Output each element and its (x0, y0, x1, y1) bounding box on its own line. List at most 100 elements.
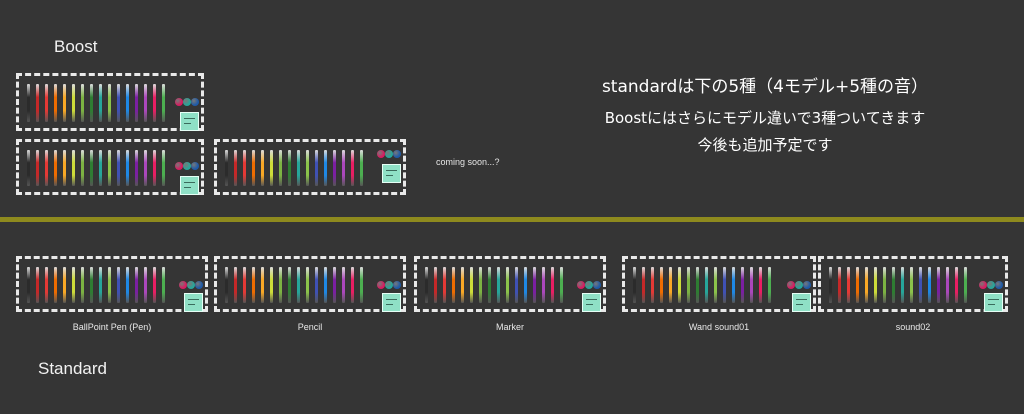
pen-stroke (497, 267, 500, 303)
ink-ball (187, 281, 195, 289)
info-line-1: standardは下の5種（4モデル+5種の音） (601, 77, 929, 97)
preview-card (180, 112, 199, 131)
pen-stroke (126, 267, 129, 303)
pen-stroke (279, 267, 282, 303)
pen-stroke (36, 150, 39, 186)
pen-stroke (279, 150, 282, 186)
pen-stroke (72, 267, 75, 303)
pen-stroke (360, 150, 363, 186)
pen-stroke (90, 267, 93, 303)
caption-pencil: Pencil (297, 322, 323, 332)
caption-marker: Marker (495, 322, 524, 332)
pen-stroke (306, 150, 309, 186)
ink-ball (385, 150, 393, 158)
pen-stroke (81, 150, 84, 186)
ink-ball (385, 281, 393, 289)
standard-panel-wand (622, 256, 816, 312)
pen-stroke (928, 267, 931, 303)
pen-stroke (946, 267, 949, 303)
ink-ball (175, 162, 183, 170)
pen-stroke (829, 267, 832, 303)
pen-stroke (270, 267, 273, 303)
pen-stroke (36, 267, 39, 303)
pen-stroke (144, 267, 147, 303)
pen-stroke (81, 84, 84, 122)
pen-stroke (162, 150, 165, 186)
caption-sound02: sound02 (895, 322, 931, 332)
pen-stroke (252, 267, 255, 303)
pen-stroke (243, 267, 246, 303)
pen-stroke (117, 84, 120, 122)
pen-stroke (36, 84, 39, 122)
pen-stroke (542, 267, 545, 303)
pen-stroke (342, 150, 345, 186)
pen-stroke (270, 150, 273, 186)
pen-stroke (144, 150, 147, 186)
pen-stroke (45, 267, 48, 303)
pen-stroke (288, 150, 291, 186)
pen-stroke (506, 267, 509, 303)
pen-stroke (108, 84, 111, 122)
standard-section-label: Standard (38, 359, 107, 378)
pen-stroke (45, 84, 48, 122)
preview-card (792, 293, 811, 312)
pen-stroke (90, 84, 93, 122)
pen-stroke (479, 267, 482, 303)
pen-stroke (63, 150, 66, 186)
pen-stroke (633, 267, 636, 303)
pen-stroke (883, 267, 886, 303)
pen-stroke (306, 267, 309, 303)
pen-stroke (937, 267, 940, 303)
pen-stroke (99, 267, 102, 303)
caption-wand: Wand sound01 (688, 322, 750, 332)
pen-stroke (333, 267, 336, 303)
pen-stroke (162, 84, 165, 122)
pen-stroke (27, 84, 30, 122)
pen-stroke (54, 84, 57, 122)
pen-stroke (315, 150, 318, 186)
pen-stroke (425, 267, 428, 303)
standard-panel-marker (414, 256, 606, 312)
pen-stroke (261, 267, 264, 303)
preview-card (382, 164, 401, 183)
preview-card (180, 176, 199, 195)
pen-stroke (651, 267, 654, 303)
pen-stroke (135, 150, 138, 186)
ink-ball (377, 281, 385, 289)
standard-panel-pencil (214, 256, 406, 312)
pen-stroke (687, 267, 690, 303)
pen-stroke (81, 267, 84, 303)
pen-stroke (135, 84, 138, 122)
info-line-3: 今後も追加予定です (697, 136, 833, 154)
pen-stroke (63, 84, 66, 122)
pen-stroke (642, 267, 645, 303)
pen-stroke (90, 150, 93, 186)
pen-stroke (847, 267, 850, 303)
pen-stroke (865, 267, 868, 303)
preview-card (184, 293, 203, 312)
pen-stroke (315, 267, 318, 303)
pen-stroke (705, 267, 708, 303)
pen-stroke (696, 267, 699, 303)
ink-ball (175, 98, 183, 106)
pen-stroke (225, 267, 228, 303)
pen-stroke (297, 267, 300, 303)
ink-ball (795, 281, 803, 289)
pen-stroke (288, 267, 291, 303)
pen-stroke (27, 150, 30, 186)
pen-stroke (470, 267, 473, 303)
preview-card (984, 293, 1003, 312)
ink-ball (987, 281, 995, 289)
pen-stroke (333, 150, 336, 186)
pen-stroke (488, 267, 491, 303)
pen-stroke (117, 267, 120, 303)
ink-ball (191, 162, 199, 170)
pen-stroke (723, 267, 726, 303)
ink-ball (393, 150, 401, 158)
pen-stroke (162, 267, 165, 303)
info-line-2: Boostにはさらにモデル違いで3種ついてきます (604, 109, 926, 127)
pen-stroke (153, 150, 156, 186)
pen-stroke (153, 84, 156, 122)
preview-card (382, 293, 401, 312)
pen-stroke (452, 267, 455, 303)
